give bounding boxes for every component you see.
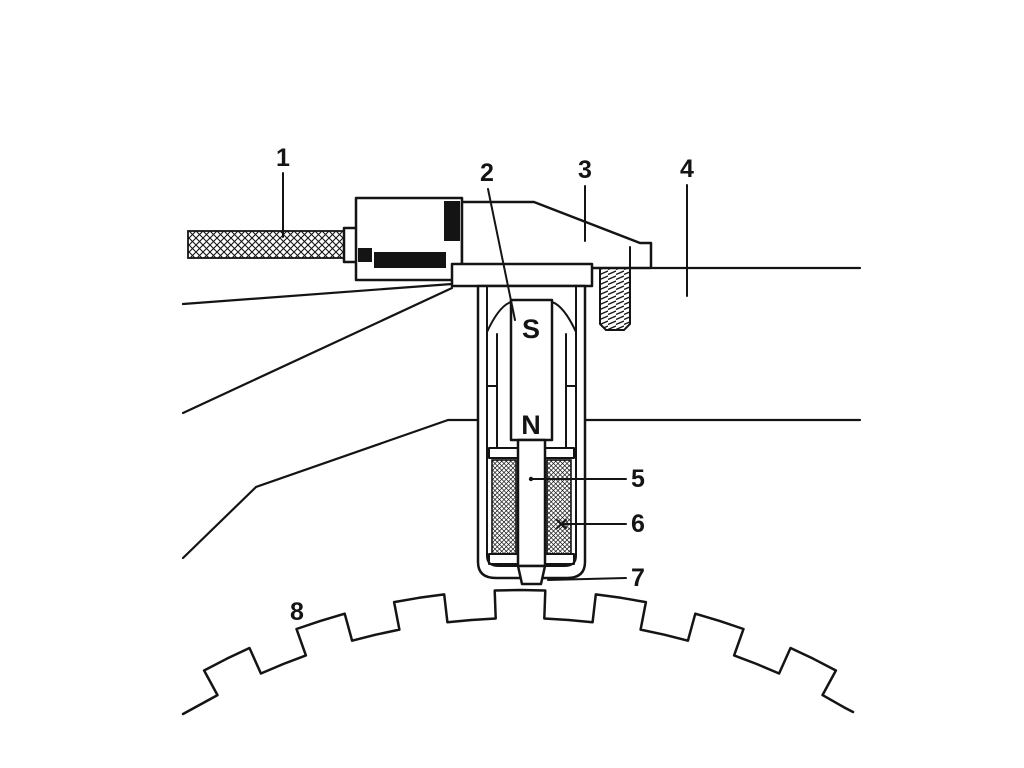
sensor-internals — [486, 298, 577, 586]
bracket-edge-upper-left — [181, 282, 454, 306]
callout-6: 6 — [631, 510, 645, 538]
bobbin-wall-left — [486, 333, 498, 449]
internal-shoulder-left — [486, 301, 512, 333]
mounting-bolt — [599, 267, 631, 331]
mounting-flange — [450, 262, 594, 288]
connector-terminal — [358, 248, 372, 262]
callout-8: 8 — [290, 598, 304, 626]
leader-line-2 — [487, 188, 516, 321]
callout-4: 4 — [680, 155, 694, 183]
leader-x-marker-6 — [556, 519, 567, 529]
coil-winding-right — [546, 459, 572, 555]
bracket-edge-lower-left — [181, 286, 454, 415]
bobbin-wall-right — [565, 333, 577, 449]
magnet-north-label: N — [521, 410, 541, 440]
leader-line-7 — [547, 577, 627, 581]
callout-3: 3 — [578, 156, 592, 184]
coil-winding-left — [491, 459, 517, 555]
connector-housing — [354, 196, 464, 282]
sensor-cable — [187, 226, 362, 264]
leader-dot-5 — [528, 476, 534, 482]
magnet-south-label: S — [522, 314, 540, 344]
connector-seal — [374, 252, 446, 268]
callout-5: 5 — [631, 465, 645, 493]
connector-contact-block — [444, 201, 460, 241]
pole-pin-tip — [516, 564, 547, 586]
permanent-magnet — [509, 298, 554, 442]
pole-pin — [516, 438, 547, 568]
callout-1: 1 — [276, 144, 290, 172]
trigger-wheel — [181, 588, 855, 716]
callout-7: 7 — [631, 564, 645, 592]
cable-braid — [187, 230, 353, 259]
internal-shoulder-right — [551, 301, 577, 333]
bracket-edge-bottom-left — [181, 418, 450, 560]
callout-2: 2 — [480, 159, 494, 187]
